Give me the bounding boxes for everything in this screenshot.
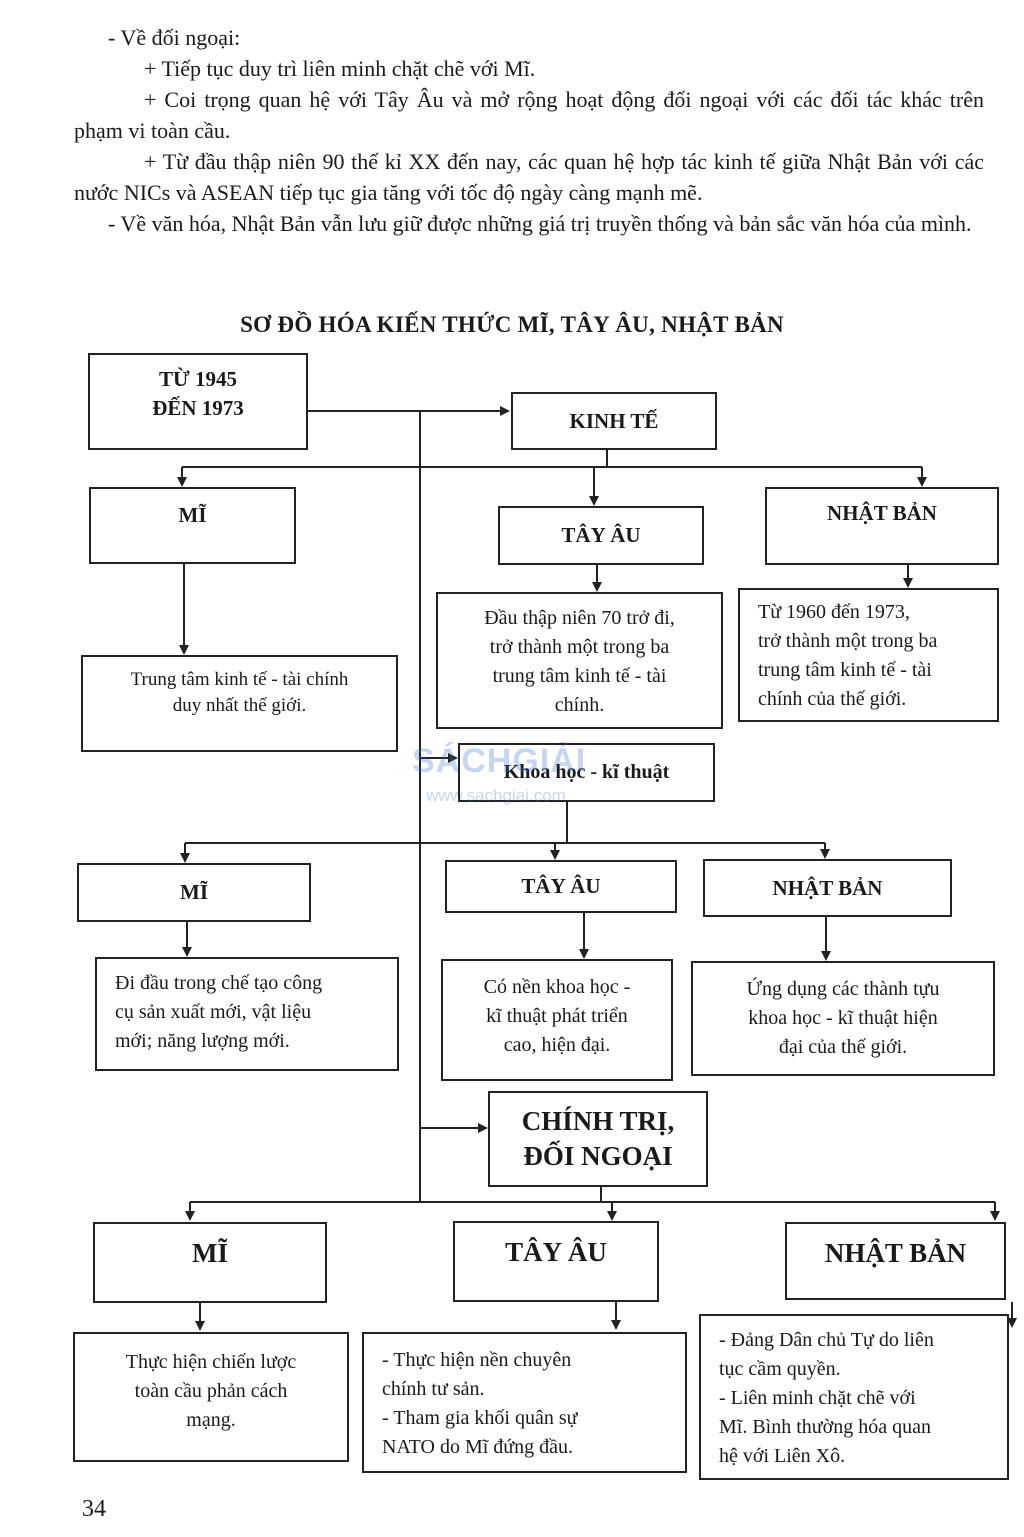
economy-us-label: MĨ (178, 503, 207, 527)
content-line: Ứng dụng các thành tựu (746, 978, 940, 1000)
science-jp-header: NHẬT BẢN (703, 859, 952, 917)
politics-us-label: MĨ (192, 1238, 228, 1268)
page-number: 34 (82, 1496, 106, 1522)
content-line: chính. (554, 694, 605, 716)
economy-eu-content: Đầu thập niên 70 trở đi, trở thành một t… (436, 592, 723, 729)
content-line: chính của thế giới. (758, 688, 907, 710)
intro-line: - Về văn hóa, Nhật Bản vẫn lưu giữ được … (108, 211, 972, 236)
content-line: khoa học - kĩ thuật hiện (748, 1007, 938, 1029)
politics-jp-header: NHẬT BẢN (785, 1222, 1006, 1300)
content-line: - Liên minh chặt chẽ với (719, 1387, 916, 1409)
content-line: Từ 1960 đến 1973, (758, 601, 910, 623)
content-line: hệ với Liên Xô. (719, 1445, 846, 1467)
content-line: trung tâm kinh tế - tài (492, 665, 667, 687)
content-line: trở thành một trong ba (489, 636, 670, 658)
economy-us-content: Trung tâm kinh tế - tài chính duy nhất t… (81, 655, 398, 752)
science-eu-content: Có nền khoa học - kĩ thuật phát triển ca… (441, 959, 673, 1081)
content-line: Có nền khoa học - (483, 976, 631, 998)
economy-label: KINH TẾ (569, 408, 659, 433)
content-line: mới; năng lượng mới. (115, 1030, 290, 1052)
politics-line: CHÍNH TRỊ, (521, 1106, 675, 1136)
economy-eu-label: TÂY ÂU (561, 523, 641, 547)
content-line: chính tư sản. (382, 1378, 485, 1400)
politics-header: CHÍNH TRỊ, ĐỐI NGOẠI (488, 1091, 708, 1187)
politics-eu-content: - Thực hiện nền chuyên chính tư sản. - T… (362, 1332, 687, 1473)
science-jp-content: Ứng dụng các thành tựu khoa học - kĩ thu… (691, 961, 995, 1076)
content-line: cao, hiện đại. (503, 1034, 611, 1056)
politics-us-header: MĨ (93, 1222, 327, 1303)
content-line: NATO do Mĩ đứng đầu. (382, 1436, 574, 1458)
content-line: trung tâm kinh tế - tài (758, 659, 932, 681)
politics-jp-label: NHẬT BẢN (824, 1238, 967, 1268)
content-line: toàn cầu phản cách (134, 1380, 288, 1402)
intro-line: + Tiếp tục duy trì liên minh chặt chẽ vớ… (144, 56, 536, 81)
root-period-box: TỪ 1945 ĐẾN 1973 (88, 353, 308, 450)
economy-jp-header: NHẬT BẢN (765, 487, 999, 565)
intro-line: + Từ đầu thập niên 90 thế kỉ XX đến nay,… (74, 149, 984, 205)
science-header: Khoa học - kĩ thuật (458, 743, 715, 802)
content-line: Đi đầu trong chế tạo công (115, 972, 323, 994)
content-line: - Đảng Dân chủ Tự do liên (719, 1329, 934, 1351)
economy-header: KINH TẾ (511, 392, 717, 450)
intro-line: + Coi trọng quan hệ với Tây Âu và mở rộn… (74, 87, 984, 143)
science-eu-label: TÂY ÂU (521, 874, 601, 898)
politics-jp-content: - Đảng Dân chủ Tự do liên tục cầm quyền.… (699, 1314, 1009, 1480)
science-eu-header: TÂY ÂU (445, 860, 677, 913)
economy-eu-header: TÂY ÂU (498, 506, 704, 565)
politics-line: ĐỐI NGOẠI (523, 1141, 673, 1171)
science-us-label: MĨ (180, 880, 208, 904)
politics-eu-header: TÂY ÂU (453, 1221, 659, 1302)
content-line: tục cầm quyền. (719, 1358, 841, 1380)
root-line: ĐẾN 1973 (152, 396, 244, 420)
content-line: Đầu thập niên 70 trở đi, (484, 607, 675, 629)
content-line: mạng. (186, 1409, 236, 1431)
politics-us-content: Thực hiện chiến lược toàn cầu phản cách … (73, 1332, 349, 1462)
diagram-title: SƠ ĐỒ HÓA KIẾN THỨC MĨ, TÂY ÂU, NHẬT BẢN (240, 312, 784, 337)
content-line: cụ sản xuất mới, vật liệu (115, 1001, 312, 1023)
science-label: Khoa học - kĩ thuật (503, 761, 670, 783)
content-line: đại của thế giới. (778, 1036, 908, 1058)
economy-jp-label: NHẬT BẢN (827, 501, 937, 525)
content-line: Trung tâm kinh tế - tài chính (130, 669, 349, 690)
content-line: - Thực hiện nền chuyên (382, 1349, 572, 1371)
politics-eu-label: TÂY ÂU (505, 1237, 607, 1267)
intro-text: - Về đối ngoại: + Tiếp tục duy trì liên … (74, 22, 984, 239)
root-line: TỪ 1945 (159, 367, 237, 391)
economy-jp-content: Từ 1960 đến 1973, trở thành một trong ba… (738, 588, 999, 722)
economy-us-header: MĨ (89, 487, 296, 564)
science-us-content: Đi đầu trong chế tạo công cụ sản xuất mớ… (95, 957, 399, 1071)
science-us-header: MĨ (77, 863, 311, 922)
content-line: duy nhất thế giới. (172, 695, 307, 716)
content-line: Mĩ. Bình thường hóa quan (719, 1416, 931, 1438)
content-line: trở thành một trong ba (758, 630, 938, 652)
science-jp-label: NHẬT BẢN (772, 875, 883, 900)
content-line: - Tham gia khối quân sự (382, 1407, 578, 1429)
content-line: kĩ thuật phát triển (486, 1005, 628, 1027)
intro-line: - Về đối ngoại: (108, 25, 241, 50)
content-line: Thực hiện chiến lược (125, 1351, 297, 1373)
